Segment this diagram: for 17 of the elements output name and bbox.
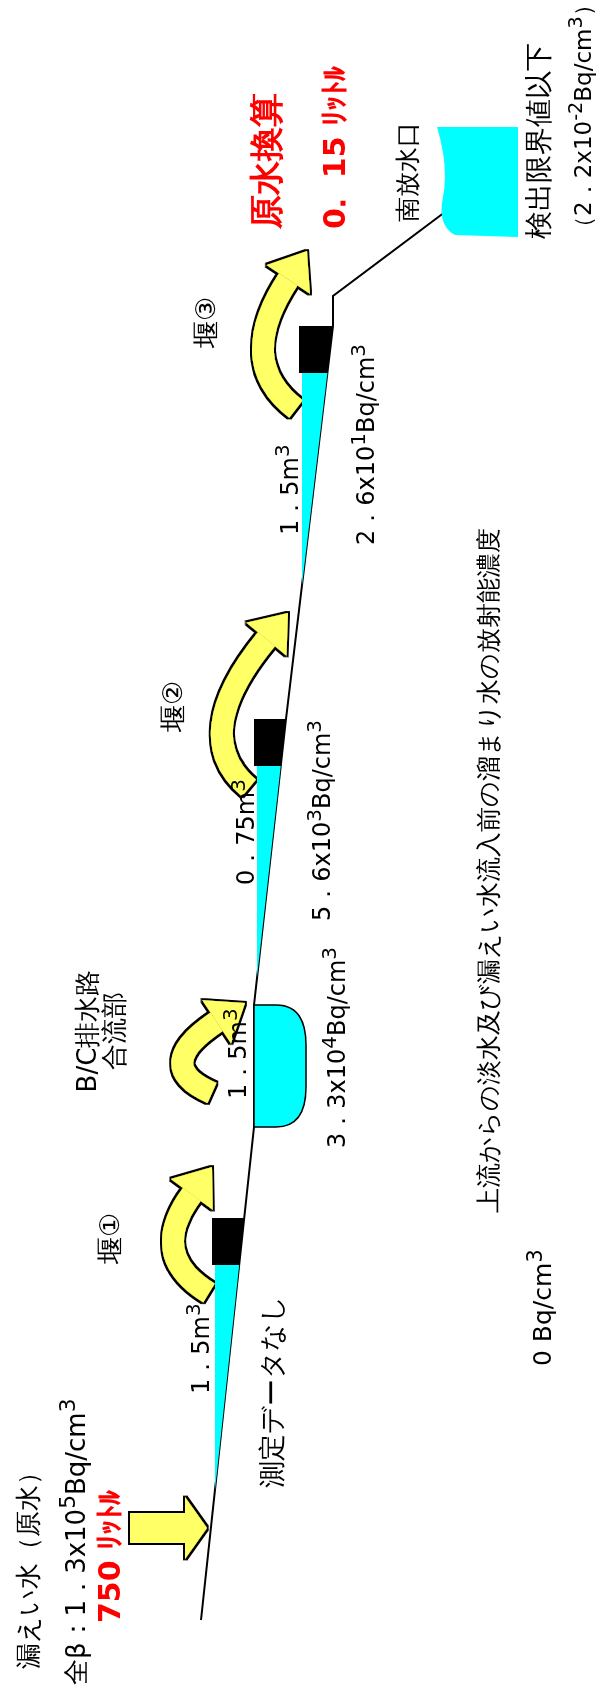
- flow-arrow: [210, 612, 288, 796]
- weir-label: 堰②: [159, 680, 188, 732]
- leak-water-label: 漏えい水（原水）: [15, 1459, 43, 1669]
- conversion-label: 原水換算: [249, 93, 285, 229]
- note-label: 検出限界値以下: [524, 43, 554, 239]
- volume-label: 750 ﾘｯﾄﾙ: [94, 1489, 126, 1623]
- flow-arrow: [171, 1000, 245, 1103]
- weir-label: 堰①: [96, 1212, 125, 1264]
- weir-label: 堰③: [192, 296, 221, 348]
- location-label: 南放水口: [395, 122, 422, 222]
- flow-arrow: [130, 1497, 207, 1559]
- note-label: 測定データなし: [258, 1295, 287, 1488]
- flow-arrow: [162, 1166, 216, 1303]
- location-label: B/C排水路合流部: [74, 968, 129, 1095]
- volume-label: 0．15 ﾘｯﾄﾙ: [319, 65, 351, 229]
- flow-arrow: [252, 250, 311, 418]
- caption-text: 上流からの淡水及び漏えい水流入前の溜まり水の放射能濃度: [476, 528, 503, 1213]
